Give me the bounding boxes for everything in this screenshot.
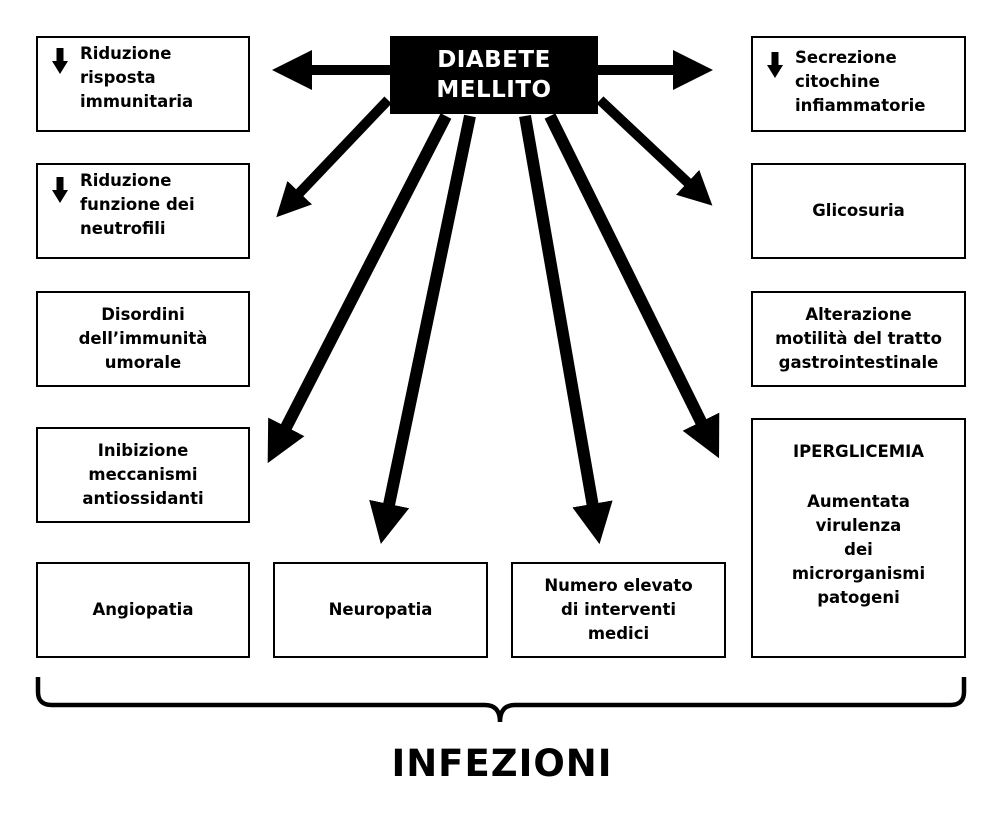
box-label: Disordini dell’immunità umorale [78,305,208,372]
iperglicemia-description: Aumentata virulenza dei microrganismi pa… [791,492,926,607]
box-label: Alterazione motilità del tratto gastroin… [775,305,942,372]
box-label: Inibizione meccanismi antiossidanti [82,441,204,508]
box-label: Secrezione citochine infiammatorie [795,48,926,115]
arrow-to-glicosuria [596,96,713,206]
arrow-to-riduzione-neutrofili [276,96,392,218]
box-label: Glicosuria [812,201,905,220]
diabete-mellito-title: DIABETE MELLITO [390,36,598,114]
arrow-to-neuropatia [369,114,476,544]
box-inibizione-antiossidanti: Inibizione meccanismi antiossidanti [36,427,250,523]
box-label: Riduzione risposta immunitaria [80,44,194,111]
box-alterazione-motilita: Alterazione motilità del tratto gastroin… [751,291,966,387]
iperglicemia-heading: IPERGLICEMIA [792,442,925,461]
box-iperglicemia: IPERGLICEMIA Aumentata virulenza dei mic… [751,418,966,658]
box-label: Numero elevato di interventi medici [544,576,693,643]
box-label: Neuropatia [328,600,433,619]
box-label: Angiopatia [92,600,194,619]
box-angiopatia: Angiopatia [36,562,250,658]
infezioni-label: INFEZIONI [391,742,613,785]
box-disordini-immunita-umorale: Disordini dell’immunità umorale [36,291,250,387]
box-riduzione-risposta-immunitaria: Riduzione risposta immunitaria [36,36,250,132]
arrow-to-interventi [519,114,613,545]
box-glicosuria: Glicosuria [751,163,966,259]
box-riduzione-funzione-neutrofili: Riduzione funzione dei neutrofili [36,163,250,259]
arrow-to-inibizione [267,113,452,464]
arrow-to-iperglicemia [544,113,720,459]
box-neuropatia: Neuropatia [273,562,488,658]
down-arrow-icon [767,52,783,78]
down-arrow-icon [52,48,68,74]
box-numero-interventi-medici: Numero elevato di interventi medici [511,562,726,658]
down-arrow-icon [52,177,68,203]
grouping-brace [35,677,967,723]
box-secrezione-citochine: Secrezione citochine infiammatorie [751,36,966,132]
box-label: Riduzione funzione dei neutrofili [80,171,195,238]
